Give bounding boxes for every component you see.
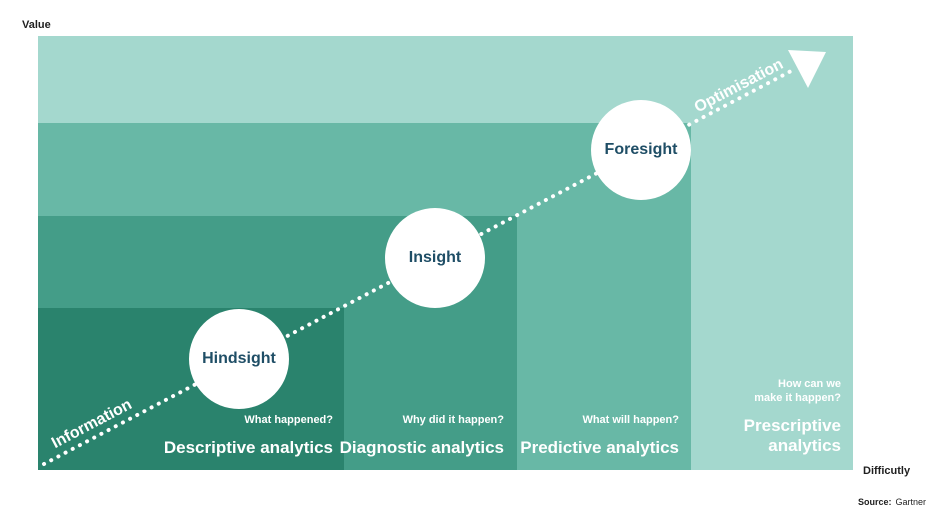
- insight-label: Insight: [408, 249, 462, 266]
- prescriptive-question-line2: make it happen?: [754, 392, 841, 404]
- arrow-head-icon: [788, 50, 826, 88]
- predictive-stage-label: Predictive analytics: [520, 438, 679, 457]
- prescriptive-stage-label: Prescriptive analytics: [744, 416, 841, 456]
- prescriptive-question: How can we make it happen?: [754, 377, 841, 405]
- x-axis-label: Difficutly: [863, 465, 911, 477]
- source-label: Source:: [858, 497, 892, 507]
- foresight-label: Foresight: [604, 141, 678, 158]
- prescriptive-question-line1: How can we: [778, 378, 841, 390]
- foresight-circle: Foresight: [591, 100, 691, 200]
- diagnostic-stage-label: Diagnostic analytics: [339, 438, 504, 457]
- descriptive-stage-label: Descriptive analytics: [163, 438, 333, 457]
- hindsight-label: Hindsight: [202, 350, 276, 367]
- optimisation-label: Optimisation: [692, 56, 786, 117]
- source-value: Gartner: [895, 497, 927, 507]
- predictive-question: What will happen?: [582, 414, 679, 426]
- prescriptive-stage-line2: analytics: [768, 436, 841, 455]
- insight-circle: Insight: [385, 208, 485, 308]
- descriptive-block: [38, 308, 344, 470]
- prescriptive-stage-line1: Prescriptive: [743, 416, 841, 435]
- diagnostic-question: Why did it happen?: [402, 414, 504, 426]
- hindsight-circle: Hindsight: [189, 309, 289, 409]
- y-axis-label: Value: [22, 19, 51, 31]
- source-note: Source:Gartner: [858, 497, 926, 507]
- descriptive-question: What happened?: [244, 414, 333, 426]
